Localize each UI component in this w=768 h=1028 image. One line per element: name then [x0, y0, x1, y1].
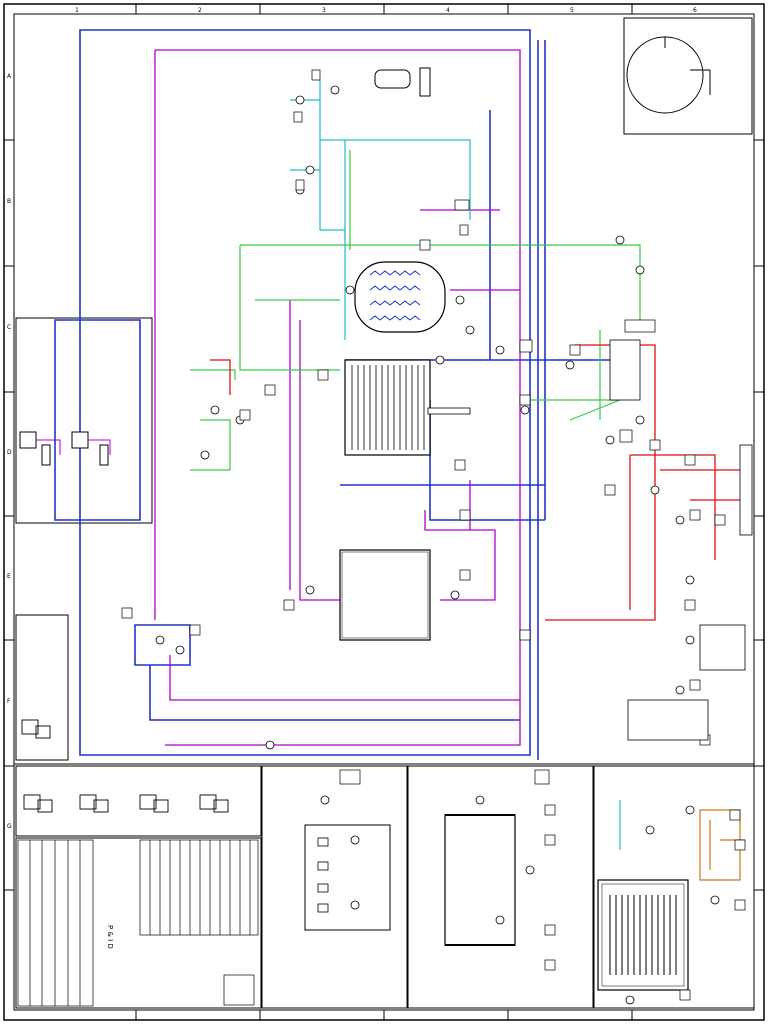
grid-letter-side: C [7, 324, 11, 331]
tube-bank-heat-exchanger [344, 359, 471, 456]
grid-number-top: 3 [322, 7, 326, 14]
green-process-lines [190, 150, 641, 471]
grid-number-top: 6 [693, 7, 697, 14]
grid-number-top: 1 [75, 7, 79, 14]
grid-letter-side: E [7, 573, 11, 580]
top-small-tank [374, 67, 431, 97]
title-block [17, 839, 259, 1007]
instrument-tag-boxes [121, 69, 746, 1001]
grid-letter-side: A [7, 73, 12, 80]
bottom-right-exchanger [597, 879, 689, 991]
frame-ticks [4, 4, 764, 1020]
right-side-equipment [609, 339, 753, 741]
grid-number-top: 4 [446, 7, 450, 14]
grid-letter-side: D [7, 449, 12, 456]
grid-letter-side: F [7, 698, 11, 705]
bottom-center-exchanger [444, 814, 516, 946]
left-pump-skid [19, 431, 111, 466]
workstation-icons [21, 719, 229, 813]
instrument-bubbles [155, 85, 720, 1005]
reactor-vessel [354, 261, 446, 333]
bottom-band-frames [14, 17, 755, 1009]
grid-number-top: 5 [570, 7, 574, 14]
grid-letter-side: G [7, 823, 12, 830]
lower-vessel [339, 549, 431, 641]
drawing-title: P & I D [106, 925, 114, 949]
grid-letter-side: B [7, 198, 11, 205]
grid-number-top: 2 [198, 7, 202, 14]
storage-tank-circle [626, 36, 711, 114]
cyan-process-lines [290, 80, 621, 850]
bottom-control-module [304, 824, 391, 931]
